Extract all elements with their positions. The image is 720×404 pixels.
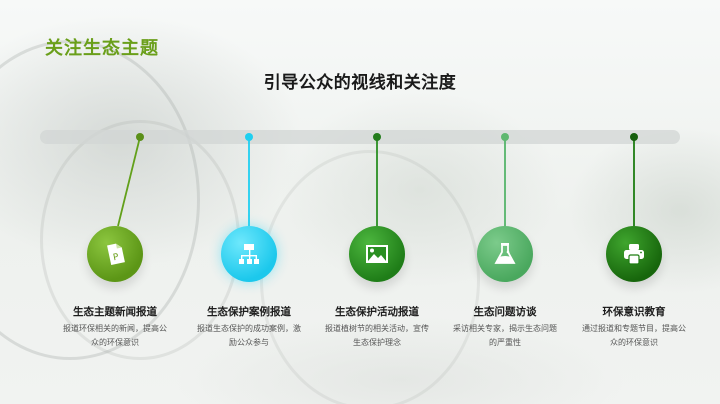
- image-icon: [366, 245, 388, 263]
- timeline-item-description: 报道环保相关的新闻，提高公众的环保意识: [63, 324, 167, 347]
- timeline-item-title: 生态问题访谈: [473, 306, 537, 318]
- timeline-item-description: 报道生态保护的成功案例，激励公众参与: [197, 324, 301, 347]
- timeline-item-description: 采访相关专家，揭示生态问题的严重性: [453, 324, 557, 347]
- timeline-node-news[interactable]: P: [87, 226, 143, 282]
- timeline-item-description: 报道植树节的相关活动，宣传生态保护理念: [325, 324, 429, 347]
- timeline-item-title: 环保意识教育: [602, 306, 666, 318]
- slide-subtitle: 引导公众的视线和关注度: [263, 73, 457, 93]
- svg-text:P: P: [112, 252, 120, 263]
- timeline-node-interviews[interactable]: [477, 226, 533, 282]
- printer-icon: [624, 244, 644, 265]
- timeline-item-title: 生态主题新闻报道: [73, 306, 157, 318]
- timeline-dot: [501, 133, 509, 141]
- timeline-dot: [245, 133, 253, 141]
- timeline-dot: [136, 133, 144, 141]
- timeline-item-description: 通过报道和专题节目，提高公众的环保意识: [582, 324, 686, 347]
- document-p-icon: P: [107, 243, 125, 266]
- timeline-item-title: 生态保护案例报道: [207, 306, 291, 318]
- flask-icon: [494, 243, 516, 264]
- slide-title: 关注生态主题: [45, 38, 159, 59]
- timeline-node-education[interactable]: [606, 226, 662, 282]
- timeline-node-cases[interactable]: [221, 226, 277, 282]
- sitemap-icon: [239, 244, 259, 264]
- timeline-dot: [373, 133, 381, 141]
- timeline-item-title: 生态保护活动报道: [335, 306, 419, 318]
- timeline-track: [40, 130, 680, 144]
- timeline-dot: [630, 133, 638, 141]
- timeline-node-activities[interactable]: [349, 226, 405, 282]
